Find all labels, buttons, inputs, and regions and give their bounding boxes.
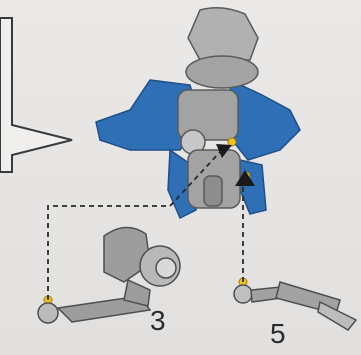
slider-part-icon xyxy=(234,282,356,330)
part-label-3: 3 xyxy=(150,305,166,337)
part-label-5: 5 xyxy=(270,318,286,350)
callout-panel xyxy=(0,18,72,172)
